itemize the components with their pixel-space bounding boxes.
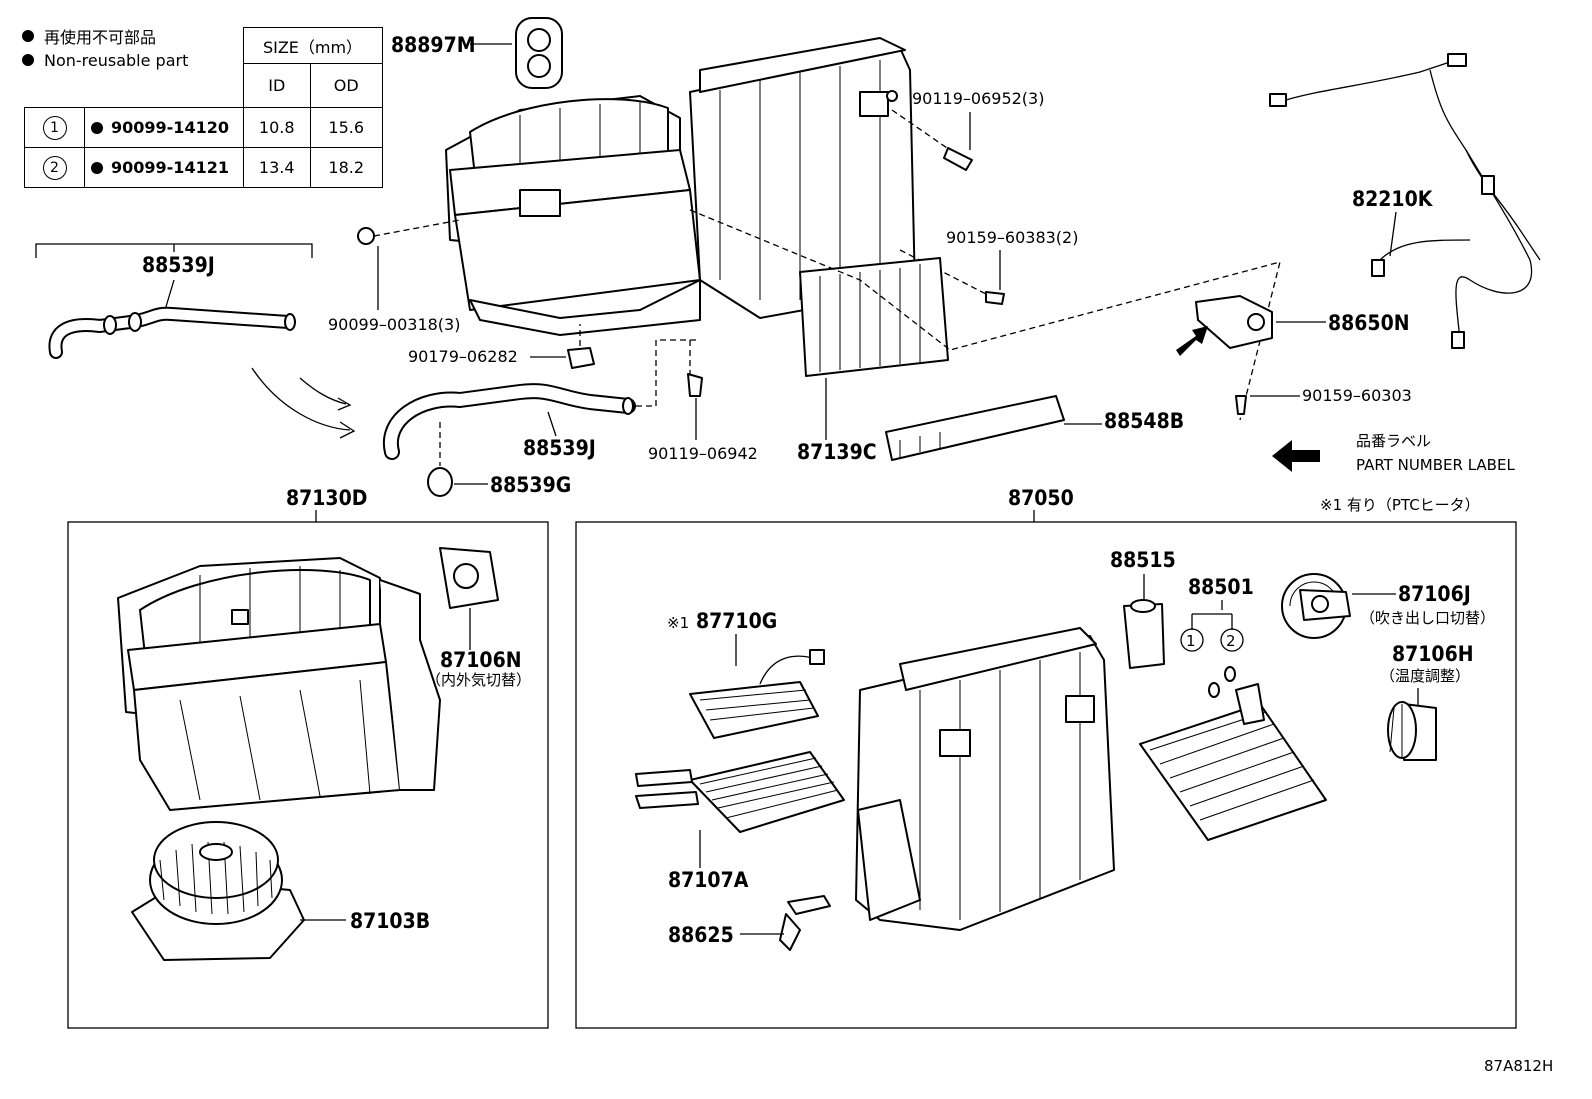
label-87139C: 87139C	[797, 440, 877, 464]
sensor-88650N	[1195, 295, 1273, 349]
label-87106J-note: （吹き出し口切替）	[1360, 609, 1495, 627]
box-87130D	[67, 521, 549, 1029]
od-value: 18.2	[309, 147, 383, 188]
label-87710G: 87710G	[696, 609, 777, 633]
screw-icon	[357, 227, 375, 245]
bolt-icon	[886, 90, 973, 171]
heater-hose-top	[48, 306, 296, 359]
sensor-88625	[779, 895, 831, 951]
screw-icon	[1235, 395, 1247, 415]
ref-circle: 2	[42, 155, 67, 180]
label-88539G: 88539G	[490, 473, 571, 497]
label-88650N: 88650N	[1328, 311, 1410, 335]
bullet-dot-icon	[22, 54, 34, 66]
label-87106N: 87106N	[440, 648, 522, 672]
ref-circle: 1	[42, 115, 67, 140]
legend-en: Non-reusable part	[44, 50, 189, 70]
hvac-unit-87050	[855, 627, 1115, 931]
wire-harness-82210K	[1269, 53, 1541, 349]
circle-2-text: 2	[1226, 632, 1236, 650]
label-88501: 88501	[1188, 575, 1254, 599]
label-88548B: 88548B	[1104, 409, 1184, 433]
table-row: 1 90099-14120 10.8 15.6	[24, 107, 383, 148]
label-87710G-mark: ※1	[667, 614, 689, 632]
label-82210K: 82210K	[1352, 187, 1434, 211]
bullet-dot-icon	[91, 121, 103, 134]
bolt-icon	[985, 291, 1005, 305]
grommet-88539G	[427, 467, 453, 497]
label-90159-60383: 90159–60383(2)	[946, 228, 1078, 247]
col-od-header: OD	[309, 63, 383, 108]
box-87050	[575, 521, 1517, 1029]
bullet-dot-icon	[91, 161, 103, 174]
bullet-dot-icon	[22, 30, 34, 42]
bolt-icon	[687, 373, 703, 397]
part-label-en: PART NUMBER LABEL	[1356, 456, 1515, 474]
grommet-88897M	[515, 17, 563, 89]
label-87050: 87050	[1008, 486, 1074, 510]
hvac-assembly	[445, 37, 916, 336]
ptc-note: ※1 有り（PTCヒータ）	[1320, 496, 1480, 514]
label-87103B: 87103B	[350, 909, 430, 933]
label-88625: 88625	[668, 923, 734, 947]
filter-cover-88548B	[885, 395, 1065, 461]
label-88515: 88515	[1110, 548, 1176, 572]
arrow-icon	[251, 367, 351, 431]
od-value: 15.6	[309, 107, 383, 148]
ptc-heater-87710G	[689, 649, 825, 739]
ref-circle-1	[1180, 628, 1204, 652]
actuator-87106J	[1281, 573, 1351, 639]
part-number: 90099-14120	[111, 118, 229, 137]
size-table: SIZE（mm） ID OD 1 90099-14120 10.8 15.6 2…	[24, 27, 383, 188]
label-90119-06952: 90119–06952(3)	[912, 89, 1044, 108]
actuator-87106N	[439, 547, 499, 609]
part-number: 90099-14121	[111, 158, 229, 177]
label-87107A: 87107A	[668, 868, 749, 892]
label-87106J: 87106J	[1398, 582, 1471, 606]
arrow-icon	[1272, 440, 1320, 472]
label-88539J-mid: 88539J	[523, 436, 596, 460]
evaporator-88501	[1139, 683, 1327, 841]
nut-icon	[567, 347, 595, 369]
arrow-icon	[1176, 326, 1208, 356]
label-90159-60303: 90159–60303	[1302, 386, 1412, 405]
label-90119-06942: 90119–06942	[648, 444, 758, 463]
label-88539J-top: 88539J	[142, 253, 215, 277]
id-value: 13.4	[242, 147, 311, 188]
expansion-valve-88515	[1123, 599, 1165, 669]
legend: 再使用不可部品 Non-reusable part	[22, 24, 188, 72]
part-label-jp: 品番ラベル	[1356, 432, 1431, 450]
label-87106H-note: （温度調整）	[1380, 667, 1470, 685]
actuator-87106H	[1387, 701, 1437, 761]
heater-core-87107A	[635, 751, 845, 833]
air-filter-87139C	[799, 257, 949, 377]
figure-code: 87A812H	[1484, 1057, 1553, 1075]
size-header: SIZE（mm）	[242, 27, 383, 64]
table-row: 2 90099-14121 13.4 18.2	[24, 147, 383, 188]
legend-jp: 再使用不可部品	[44, 28, 157, 47]
blower-motor-87103B	[131, 821, 305, 961]
label-90099-00318: 90099–00318(3)	[328, 315, 460, 334]
label-90179-06282: 90179–06282	[408, 347, 518, 366]
circle-1-text: 1	[1186, 632, 1196, 650]
label-87130D: 87130D	[286, 486, 367, 510]
ref-circle-2	[1220, 628, 1244, 652]
blower-case-87130D	[117, 557, 441, 811]
label-88897M: 88897M	[391, 33, 476, 57]
label-87106H: 87106H	[1392, 642, 1474, 666]
label-87106N-note: （内外気切替）	[426, 671, 531, 689]
